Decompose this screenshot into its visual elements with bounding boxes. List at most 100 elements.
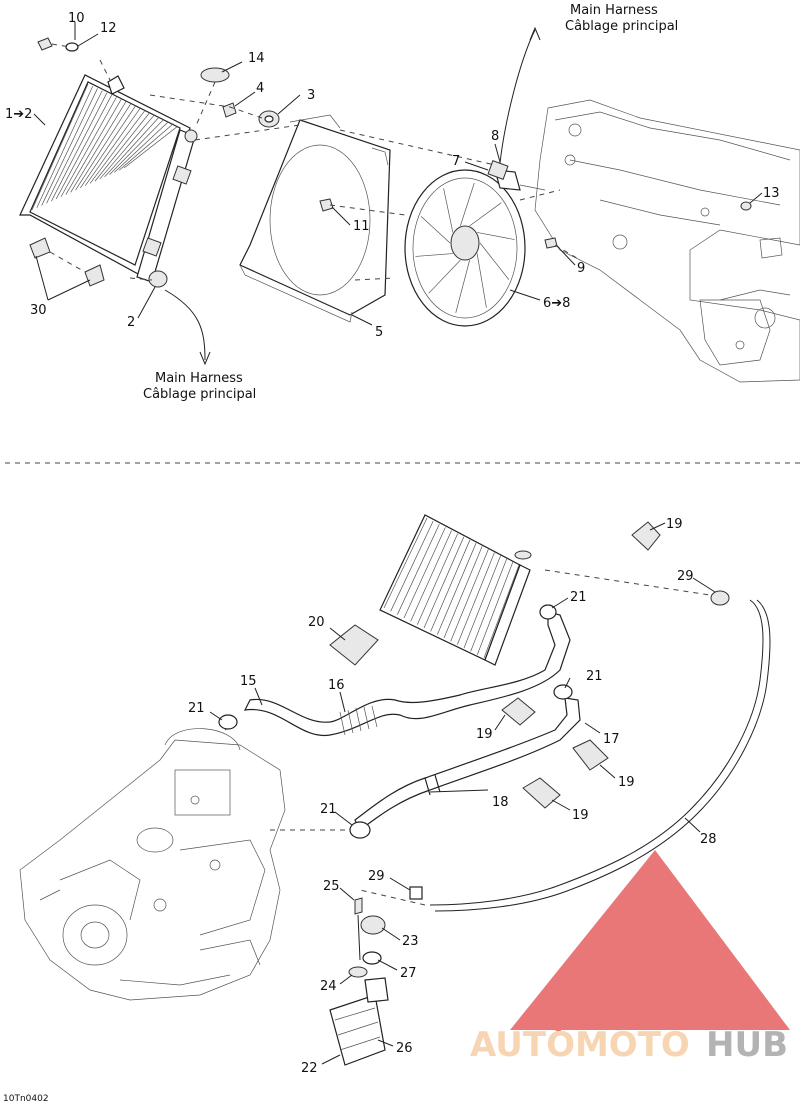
leader-lines-bottom [209,522,716,1065]
fan-blade [415,253,453,257]
radiator-fin [457,552,495,645]
callout-12: 12 [100,21,117,36]
radiator-fin [31,83,89,211]
radiator-fin [463,555,501,649]
radiator-fin [417,533,458,625]
figure-code: 10Tn0402 [3,1094,49,1104]
radiator-fin [84,108,141,186]
radiator-fin [65,99,122,195]
callout-27: 27 [400,966,417,981]
radiator-fin [51,92,108,202]
radiator-fin [390,520,434,612]
callout-6-to-8: 6➔8 [543,296,570,311]
harness-bottom-line2: Câblage principal [143,387,256,402]
radiator-fin [104,116,160,178]
callout-19-mid-right: 19 [618,775,635,790]
fan-blade [443,188,454,233]
harness-bottom-line1: Main Harness [155,371,243,386]
radiator-fin [443,546,483,639]
assembly-lines-top [49,26,581,366]
callout-1-to-2: 1➔2 [5,107,32,122]
callout-18: 18 [492,795,509,810]
radiator-bottom [379,514,532,666]
callout-19-low: 19 [572,808,589,823]
fan-blade [420,216,451,244]
logo-text-hub: HUB [706,1025,788,1065]
small-parts-bottom [218,521,730,1066]
callouts-top: 10 12 14 4 3 1➔2 8 7 13 11 9 6➔8 30 2 5 [5,11,780,340]
radiator-fin [41,88,98,206]
radiator-top [19,74,198,283]
callout-19-top: 19 [666,517,683,532]
callout-29-low: 29 [368,869,385,884]
radiator-fin [114,121,169,173]
radiator-fin [430,539,471,632]
callout-4: 4 [256,81,264,96]
radiator-fin [36,86,94,208]
logo-inner-stroke [551,896,744,1034]
logo-text-automoto: AUTOMOTO [470,1025,690,1065]
leader-lines-top [33,22,763,326]
radiator-fin [483,564,520,659]
radiator-fin [437,542,477,635]
cooling-fan [404,169,546,327]
harness-top-line2: Câblage principal [565,19,678,34]
harness-top-line1: Main Harness [570,3,658,18]
small-parts-top [29,37,752,288]
radiator-fin [94,112,150,182]
radiator-fin [450,549,489,642]
fan-blade [479,242,510,280]
radiator-fin [46,90,103,204]
hoses [224,569,771,912]
radiator-fin [118,123,174,171]
automotohub-logo: AUTOMOTO HUB [470,850,790,1065]
callout-29-top: 29 [677,569,694,584]
callout-30: 30 [30,303,47,318]
callout-15: 15 [240,674,257,689]
radiator-fin [80,105,136,189]
callout-17: 17 [603,732,620,747]
callout-3: 3 [307,88,315,103]
frame-structure [534,99,800,383]
fan-blade [428,259,461,294]
radiator-fin [89,110,146,184]
radiator-fin [397,524,440,615]
radiator-fin [423,536,465,629]
callout-14: 14 [248,51,265,66]
radiator-fin [75,103,131,191]
callout-21-mid: 21 [586,669,603,684]
radiator-fin [383,517,428,609]
radiator-fin [123,125,179,169]
fan-blade [476,253,487,308]
callout-2: 2 [127,315,135,330]
logo-triangle-mark [510,850,790,1030]
harness-label-bottom: Main Harness Câblage principal [143,371,256,402]
callout-21-left: 21 [188,701,205,716]
fan-blade [477,232,515,240]
callout-22: 22 [301,1061,318,1076]
radiator-fin [70,101,127,193]
radiator-fin [477,561,514,655]
callout-19-mid-left: 19 [476,727,493,742]
callout-13: 13 [763,186,780,201]
callout-10: 10 [68,11,85,26]
fan-blade [455,260,470,313]
radiator-fin [470,558,508,652]
callout-8: 8 [491,129,499,144]
callout-20: 20 [308,615,325,630]
callout-23: 23 [402,934,419,949]
radiator-fin [109,119,165,175]
callout-21-low: 21 [320,802,337,817]
radiator-fin [99,114,155,180]
fan-shroud [239,114,391,323]
callout-21-radiator: 21 [570,590,587,605]
radiator-fin [403,527,446,619]
callout-5: 5 [375,325,383,340]
radiator-fin [410,530,452,622]
callout-9: 9 [577,261,585,276]
callout-26: 26 [396,1041,413,1056]
callouts-bottom: 19 29 21 20 21 15 16 21 19 17 19 18 19 2… [188,517,717,1076]
callout-11: 11 [353,219,370,234]
radiator-fin [55,94,112,200]
callout-24: 24 [320,979,337,994]
